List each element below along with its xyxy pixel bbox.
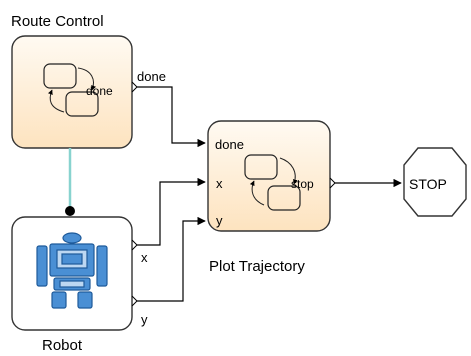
plot-trajectory-block[interactable]: done x y stop Plot Trajectory <box>207 120 336 275</box>
stateflow-chart-icon: stop <box>244 154 314 211</box>
inport-label-x: x <box>216 176 223 191</box>
route-control-title: Route Control <box>11 13 104 30</box>
route-control-transition-label: done <box>86 84 113 98</box>
signal-label-y: y <box>141 312 148 327</box>
robot-block[interactable]: Robot <box>11 216 138 354</box>
plot-trajectory-transition-label: stop <box>291 177 314 191</box>
inport-label-y: y <box>216 213 223 228</box>
stop-octagon[interactable] <box>403 147 467 217</box>
inport-label-done: done <box>215 137 244 152</box>
plot-trajectory-outport <box>329 177 336 189</box>
signal-line-y[interactable] <box>137 216 206 302</box>
stop-block[interactable]: STOP <box>403 147 467 217</box>
signal-label-x: x <box>141 250 148 265</box>
plot-trajectory-title: Plot Trajectory <box>209 258 305 275</box>
signal-line-done[interactable] <box>137 86 206 148</box>
robot-icon <box>36 232 108 309</box>
signal-line-x[interactable] <box>137 177 206 246</box>
signal-label-done: done <box>137 69 166 84</box>
connection-port-dot <box>65 206 75 216</box>
stop-label: STOP <box>409 176 447 192</box>
robot-title: Robot <box>42 337 83 354</box>
signal-lines <box>137 86 402 302</box>
route-control-block[interactable]: Route Control done <box>11 13 138 149</box>
robot-outport-y <box>131 295 138 307</box>
robot-outport-x <box>131 239 138 251</box>
stateflow-chart-icon: done <box>43 63 113 117</box>
